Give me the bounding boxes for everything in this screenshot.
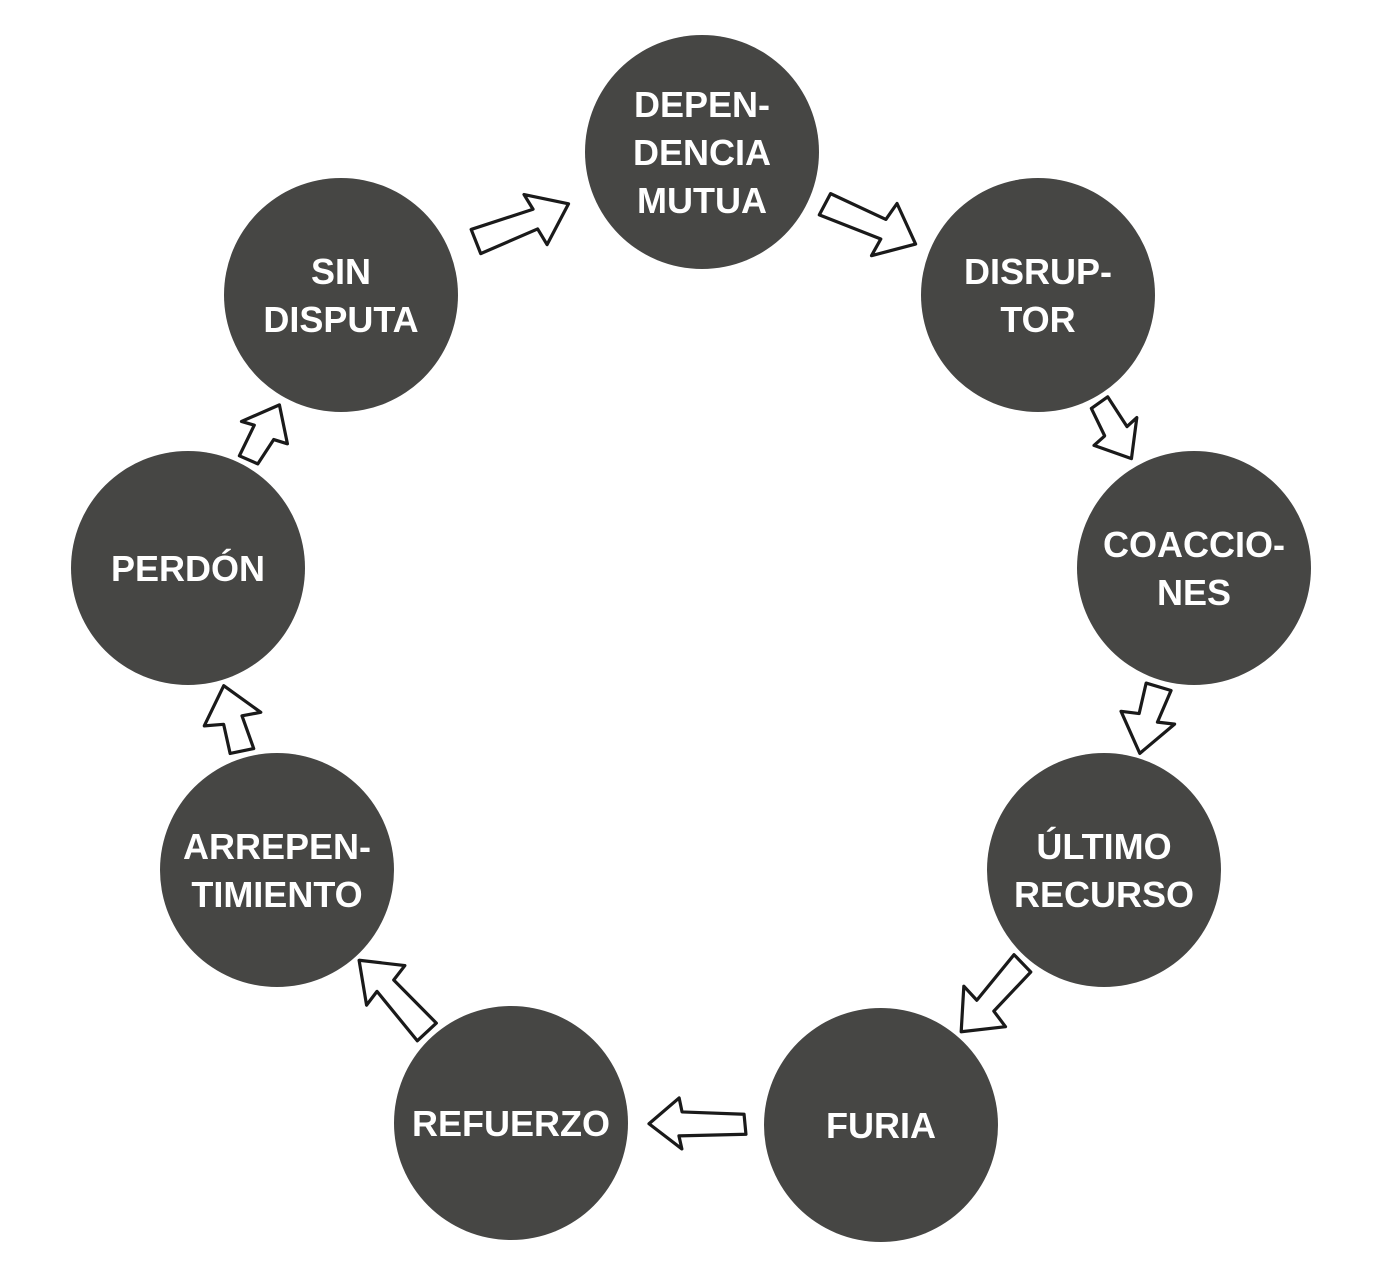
- node-circle: [1077, 451, 1311, 685]
- node-label-line: TIMIENTO: [191, 874, 362, 915]
- node-label-line: NES: [1157, 572, 1231, 613]
- arrow-sin-disputa-to-dependencia-mutua: [469, 192, 571, 256]
- node-circle: [224, 178, 458, 412]
- node-label-line: FURIA: [826, 1105, 936, 1146]
- node-dependencia-mutua: DEPEN- DENCIA MUTUA: [585, 35, 819, 269]
- arrow-dependencia-mutua-to-disruptor: [817, 192, 918, 258]
- node-label-line: DEPEN-: [634, 84, 770, 125]
- node-circle: [921, 178, 1155, 412]
- arrow-perdon-to-sin-disputa: [237, 403, 290, 466]
- node-circle: [764, 1008, 998, 1242]
- node-ultimo-recurso: ÚLTIMO RECURSO: [987, 753, 1221, 987]
- node-perdon: PERDÓN: [71, 451, 305, 685]
- node-circle: [160, 753, 394, 987]
- arrow-ultimo-recurso-to-furia: [959, 953, 1033, 1034]
- node-refuerzo: REFUERZO: [394, 1006, 628, 1240]
- node-label-line: DISRUP-: [964, 251, 1112, 292]
- node-sin-disputa: SIN DISPUTA: [224, 178, 458, 412]
- arrows-layer: [202, 192, 1177, 1151]
- node-circle: [585, 35, 819, 269]
- arrow-coacciones-to-ultimo-recurso: [1119, 681, 1177, 756]
- node-circle: [987, 753, 1221, 987]
- node-label-line: RECURSO: [1014, 874, 1194, 915]
- arrow-refuerzo-to-arrepentimiento: [357, 958, 438, 1043]
- arrow-disruptor-to-coacciones: [1089, 395, 1139, 461]
- node-disruptor: DISRUP- TOR: [921, 178, 1155, 412]
- node-coacciones: COACCIO- NES: [1077, 451, 1311, 685]
- node-label-line: TOR: [1000, 299, 1075, 340]
- node-arrepentimiento: ARREPEN- TIMIENTO: [160, 753, 394, 987]
- node-label-line: COACCIO-: [1103, 524, 1285, 565]
- node-label-line: MUTUA: [637, 180, 767, 221]
- node-label-line: DISPUTA: [263, 299, 418, 340]
- node-furia: FURIA: [764, 1008, 998, 1242]
- node-label-line: DENCIA: [633, 132, 771, 173]
- arrow-furia-to-refuerzo: [647, 1096, 748, 1151]
- node-circle: [71, 451, 305, 685]
- node-label-line: PERDÓN: [111, 547, 265, 589]
- node-label-line: SIN: [311, 251, 371, 292]
- node-label-line: REFUERZO: [412, 1103, 610, 1144]
- nodes-layer: DEPEN- DENCIA MUTUA DISRUP- TOR COACCIO- NES ÚL…: [71, 35, 1311, 1242]
- node-circle: [394, 1006, 628, 1240]
- arrow-arrepentimiento-to-perdon: [202, 684, 263, 756]
- node-label-line: ARREPEN-: [183, 826, 371, 867]
- node-label-line: ÚLTIMO: [1036, 825, 1171, 867]
